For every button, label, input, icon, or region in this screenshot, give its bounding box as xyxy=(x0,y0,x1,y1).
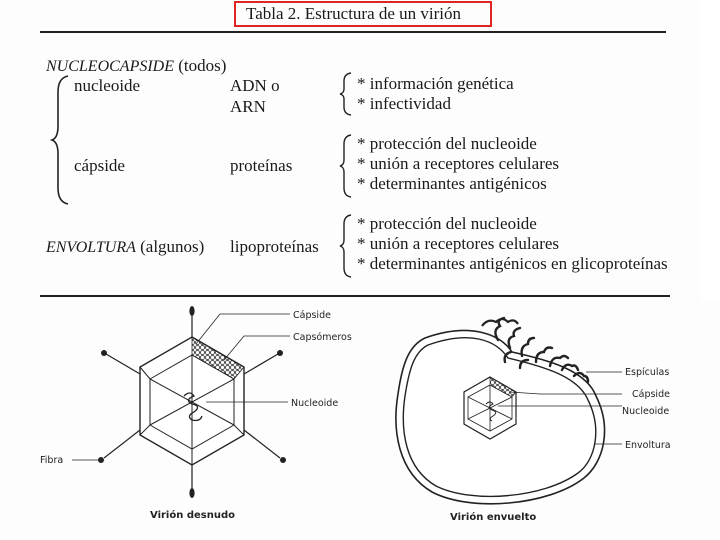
nucleocapside-note: (todos) xyxy=(178,56,226,75)
material-envoltura: lipoproteínas xyxy=(230,237,319,257)
top-rule xyxy=(40,31,666,33)
bottom-rule xyxy=(40,295,670,297)
label-envoltura: Envoltura xyxy=(625,440,671,451)
component-capside: cápside xyxy=(74,156,125,176)
nucleocapside-header: NUCLEOCAPSIDE (todos) xyxy=(46,56,226,76)
label-espiculas: Espículas xyxy=(625,367,669,378)
brace-envoltura xyxy=(338,214,354,278)
enveloped-virion-diagram: Espículas Cápside Nucleoide Envoltura Vi… xyxy=(396,318,671,523)
label-nucleoide-left: Nucleoide xyxy=(291,398,338,409)
function-envoltura-2: * unión a receptores celulares xyxy=(357,234,559,254)
label-nucleoide-right: Nucleoide xyxy=(622,406,669,417)
function-envoltura-3: * determinantes antigénicos en glicoprot… xyxy=(357,254,668,274)
caption-enveloped-virion: Virión envuelto xyxy=(450,511,536,523)
function-nucleoide-2: * infectividad xyxy=(357,94,451,114)
function-nucleoide-1: * información genética xyxy=(357,74,514,94)
function-capside-1: * protección del nucleoide xyxy=(357,134,537,154)
function-envoltura-1: * protección del nucleoide xyxy=(357,214,537,234)
naked-virion-diagram: Cápside Capsómeros Nucleoide Fibra Virió… xyxy=(40,306,352,521)
table-title: Tabla 2. Estructura de un virión xyxy=(246,4,461,24)
label-capsomeros: Capsómeros xyxy=(293,332,352,343)
envoltura-header: ENVOLTURA (algunos) xyxy=(46,237,204,257)
function-capside-3: * determinantes antigénicos xyxy=(357,174,547,194)
material-nucleoide-1: ADN o xyxy=(230,76,280,96)
component-nucleoide: nucleoide xyxy=(74,76,140,96)
brace-nucleoide xyxy=(338,72,354,116)
virion-figure: Cápside Capsómeros Nucleoide Fibra Virió… xyxy=(0,300,720,540)
label-capside-left: Cápside xyxy=(293,310,331,321)
envoltura-label: ENVOLTURA xyxy=(46,239,136,256)
nucleocapside-brace xyxy=(50,74,72,206)
margin-strip xyxy=(700,0,720,300)
brace-capside xyxy=(338,134,354,198)
caption-naked-virion: Virión desnudo xyxy=(150,509,235,521)
label-fibra: Fibra xyxy=(40,455,63,466)
function-capside-2: * unión a receptores celulares xyxy=(357,154,559,174)
label-capside-right: Cápside xyxy=(632,389,670,400)
material-nucleoide-2: ARN xyxy=(230,97,266,117)
envoltura-note: (algunos) xyxy=(140,237,204,256)
material-capside: proteínas xyxy=(230,156,292,176)
nucleocapside-label: NUCLEOCAPSIDE xyxy=(46,58,174,75)
